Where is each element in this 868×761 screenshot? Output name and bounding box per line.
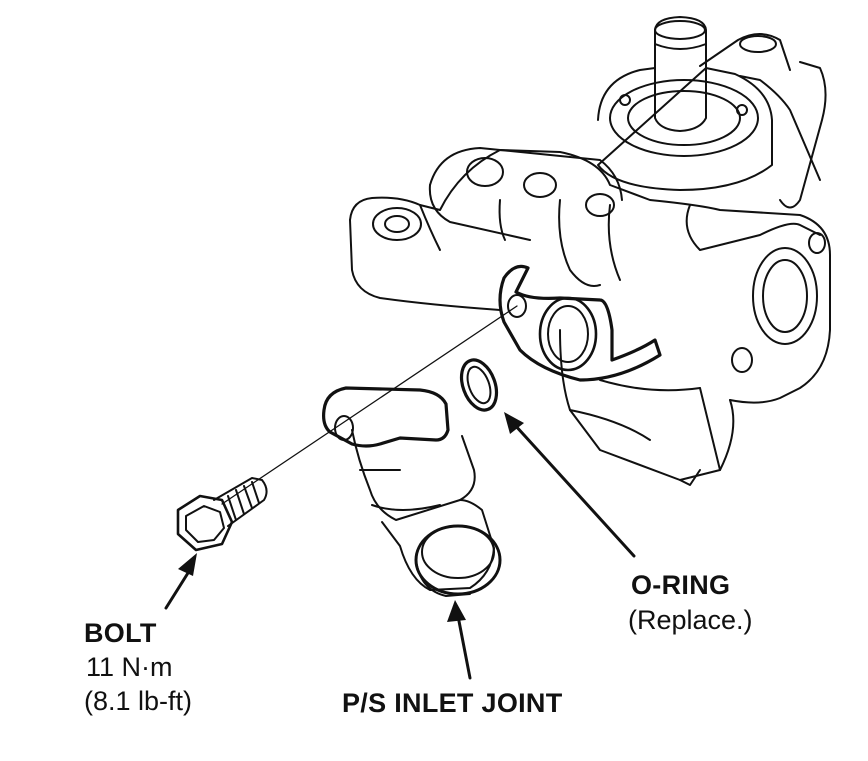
bolt-torque-metric: 11 N·m bbox=[86, 652, 173, 682]
alignment-line bbox=[221, 305, 518, 505]
inlet-joint-arrowhead bbox=[447, 600, 466, 622]
bolt-label: BOLT bbox=[84, 618, 157, 648]
inlet-joint-arrow bbox=[456, 614, 472, 680]
pump-body bbox=[349, 16, 831, 486]
bolt-arrowhead bbox=[178, 553, 197, 576]
inlet-joint-part bbox=[322, 386, 502, 597]
o-ring-part bbox=[459, 358, 499, 412]
o-ring-arrowhead bbox=[504, 412, 524, 434]
bolt-part bbox=[176, 477, 268, 552]
o-ring-arrow bbox=[512, 422, 636, 558]
inlet-joint-label: P/S INLET JOINT bbox=[342, 688, 563, 718]
o-ring-label: O-RING bbox=[631, 570, 731, 600]
callout-arrows bbox=[164, 422, 636, 680]
o-ring-note: (Replace.) bbox=[628, 605, 753, 635]
bolt-torque-imperial: (8.1 lb-ft) bbox=[84, 686, 193, 716]
